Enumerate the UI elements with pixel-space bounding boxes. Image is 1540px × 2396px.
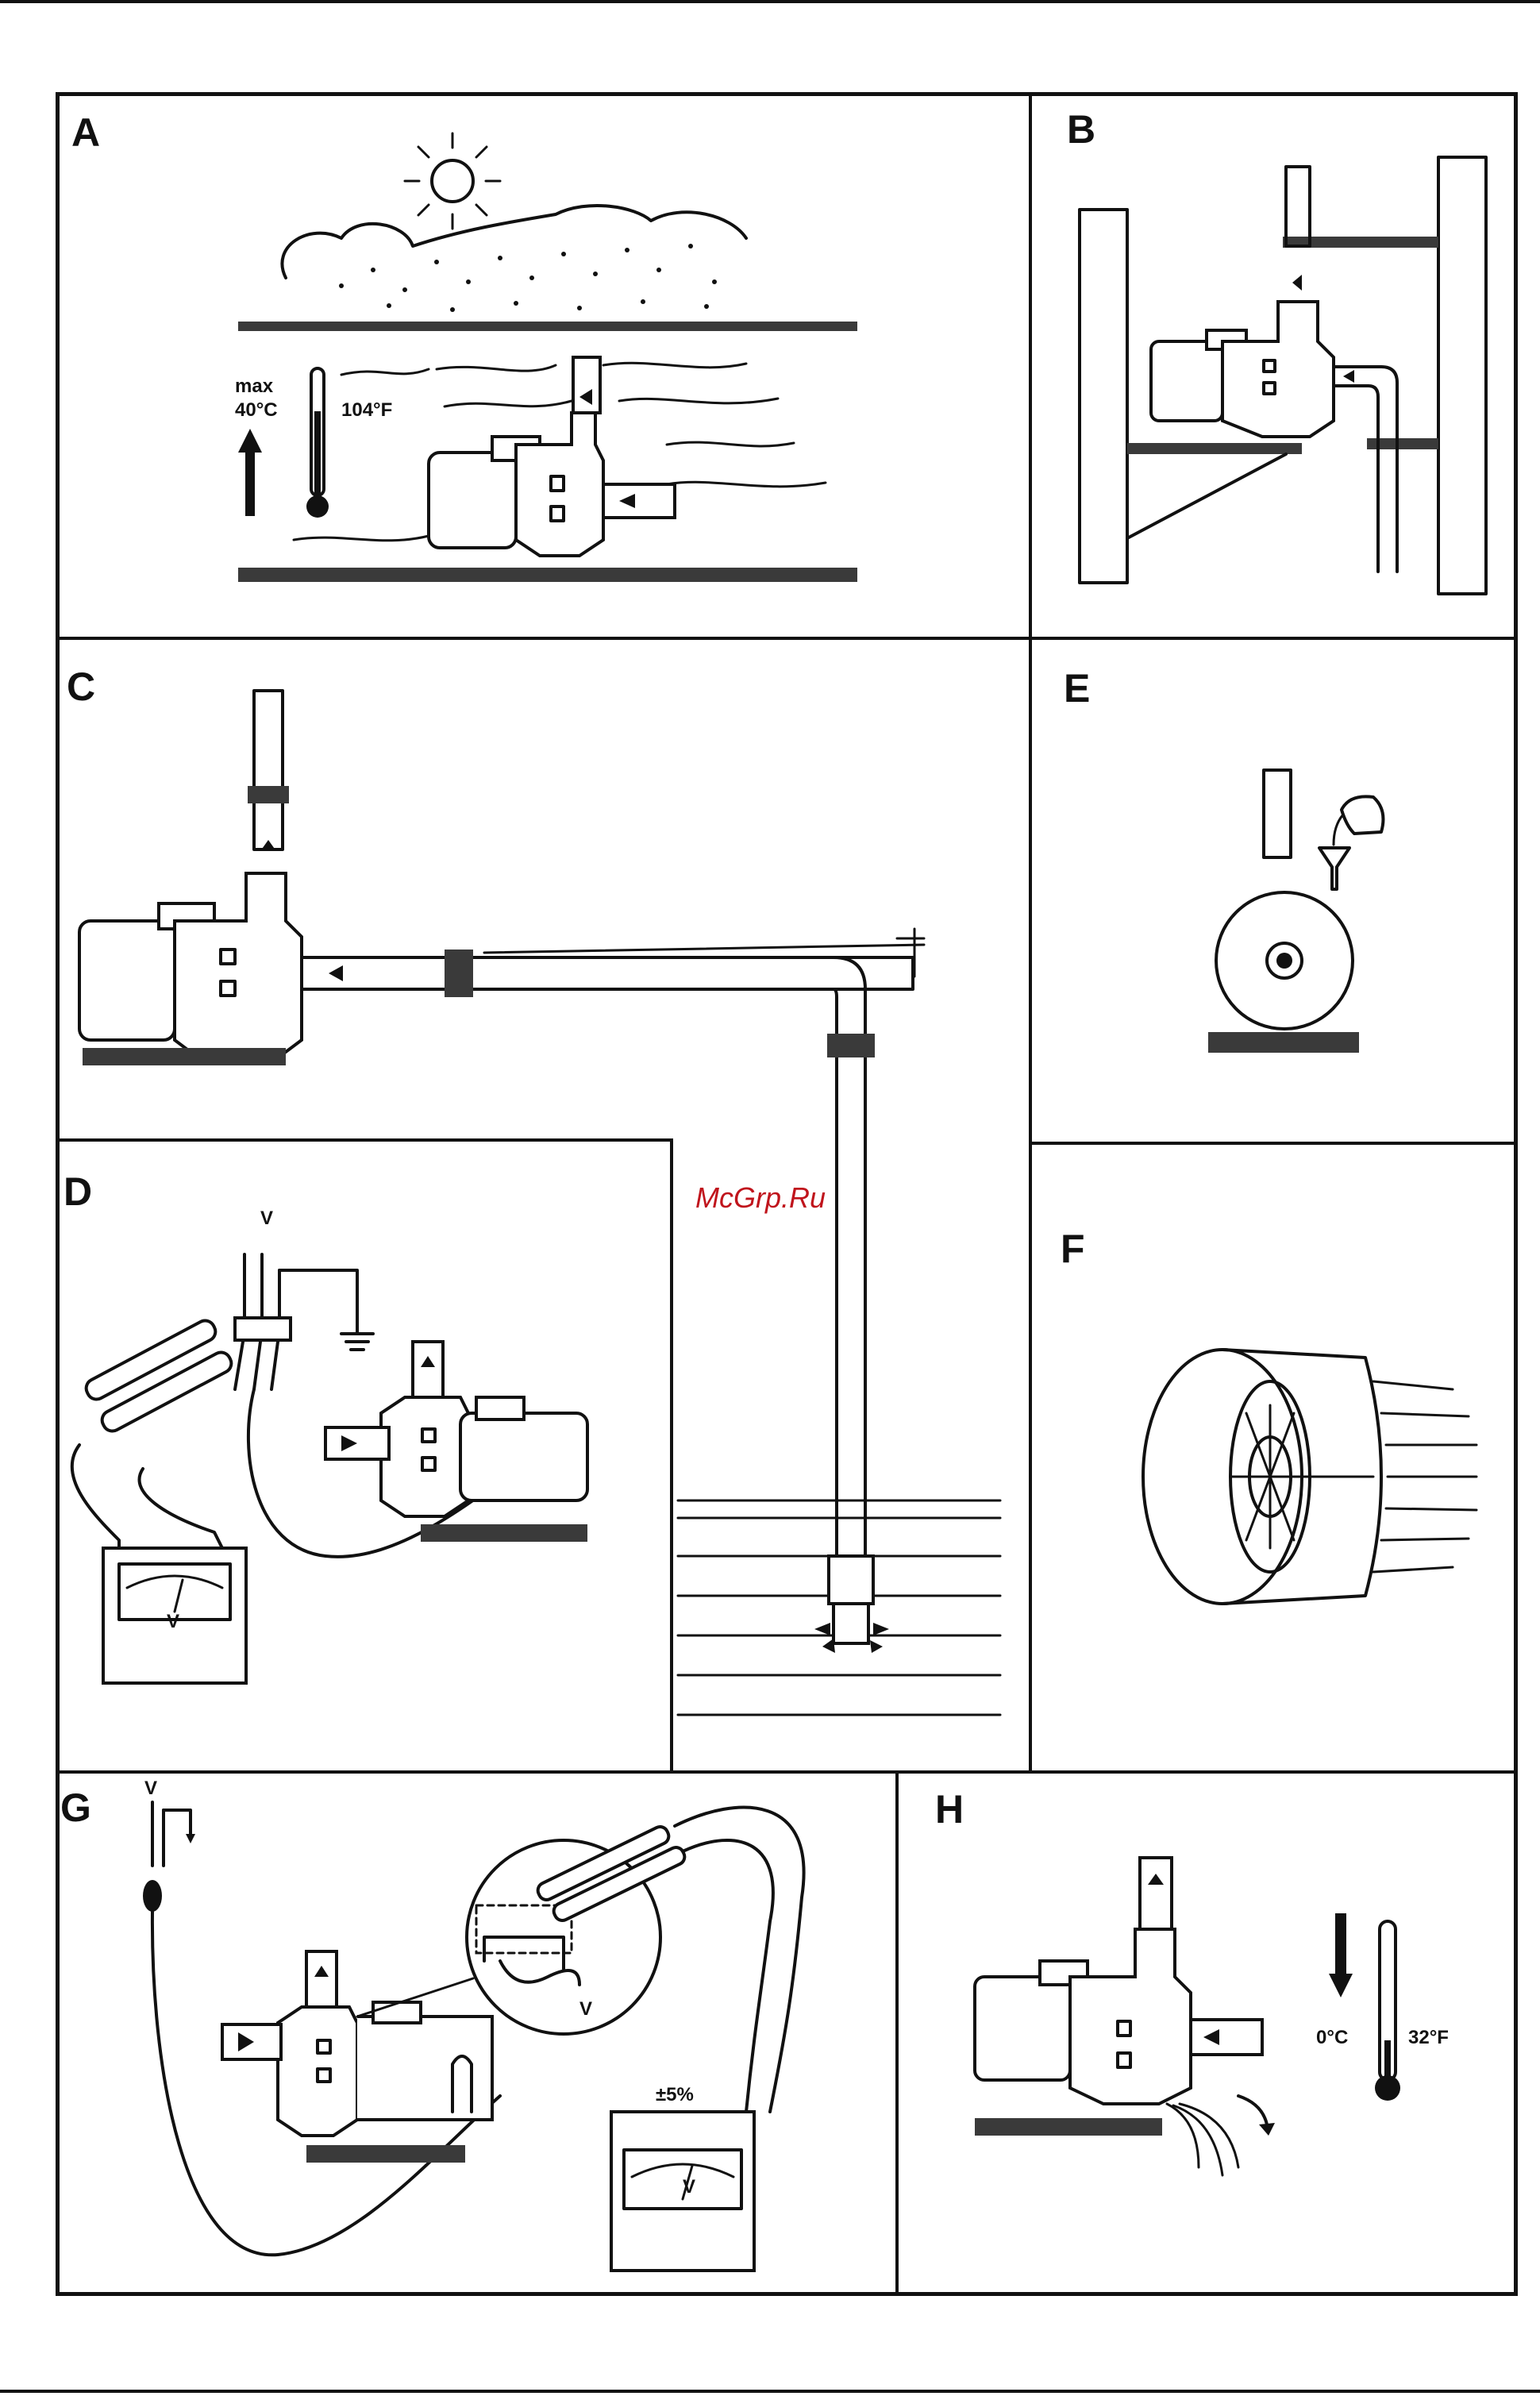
panel-label-g: G bbox=[60, 1788, 91, 1828]
watermark: McGrp.Ru bbox=[695, 1181, 826, 1215]
divider-e-f bbox=[1029, 1142, 1518, 1145]
pump-icon bbox=[79, 873, 302, 1064]
panel-label-f: F bbox=[1061, 1229, 1085, 1269]
panel-label-e: E bbox=[1064, 668, 1090, 708]
panel-g-illustration bbox=[119, 1778, 889, 2286]
panel-a-illustration bbox=[222, 127, 873, 595]
meter-unit-label: V bbox=[167, 1612, 179, 1632]
pump-icon bbox=[1216, 892, 1353, 1029]
rain-icon bbox=[339, 244, 717, 329]
supply-voltage-label: V bbox=[144, 1778, 157, 1799]
panel-h-illustration bbox=[961, 1850, 1437, 2183]
temp-min-celsius: 0°C bbox=[1316, 2028, 1348, 2048]
funnel-icon bbox=[1319, 796, 1383, 889]
wall-right bbox=[1438, 157, 1486, 594]
plug-icon bbox=[143, 1802, 195, 1912]
pump-icon bbox=[975, 1929, 1262, 2104]
pump-icon bbox=[222, 1951, 492, 2136]
panel-b-illustration bbox=[1064, 143, 1508, 603]
sun-icon bbox=[405, 133, 500, 229]
arrow-up-icon bbox=[238, 429, 262, 516]
foot-valve-icon bbox=[814, 1556, 889, 1653]
temp-max-celsius: 40°C bbox=[235, 400, 278, 421]
meter-unit-label: V bbox=[683, 2177, 695, 2198]
wall-left bbox=[1080, 210, 1127, 583]
temp-min-fahrenheit: 32°F bbox=[1408, 2028, 1449, 2048]
pump-icon bbox=[325, 1342, 587, 1516]
roof-slab bbox=[238, 322, 857, 331]
cloud-icon bbox=[282, 206, 746, 278]
panel-label-h: H bbox=[935, 1789, 964, 1829]
panel-f-illustration bbox=[1127, 1326, 1492, 1628]
divider-right-column bbox=[1029, 92, 1032, 1774]
terminal-block bbox=[235, 1318, 291, 1340]
arrow-down-icon bbox=[1329, 1913, 1353, 1997]
motor-fan-icon bbox=[1143, 1350, 1476, 1604]
pump-base bbox=[83, 1048, 286, 1065]
pump-base bbox=[1208, 1032, 1359, 1053]
pump-icon bbox=[429, 357, 675, 556]
pump-icon bbox=[1151, 275, 1334, 437]
panel-label-a: A bbox=[71, 113, 100, 152]
thermometer-icon bbox=[302, 364, 333, 522]
divider-g-h bbox=[895, 1770, 899, 2296]
top-rule bbox=[0, 0, 1540, 3]
bottom-rule bbox=[0, 2390, 1540, 2393]
temp-max-fahrenheit: 104°F bbox=[341, 400, 392, 421]
panel-e-illustration bbox=[1191, 762, 1429, 1064]
floor-slab bbox=[238, 568, 857, 582]
divider-row-3 bbox=[56, 1770, 1518, 1774]
inset-voltage-label: V bbox=[579, 1999, 592, 2020]
ground-icon bbox=[341, 1334, 373, 1350]
temp-max-label: max bbox=[235, 376, 273, 397]
tolerance-label: ±5% bbox=[656, 2085, 694, 2105]
divider-row-1 bbox=[56, 637, 1518, 640]
suction-pipe bbox=[1334, 367, 1397, 572]
drain-water-icon bbox=[1167, 2104, 1238, 2175]
bracket-shelf bbox=[1127, 443, 1302, 454]
panel-d-illustration bbox=[64, 1215, 667, 1762]
supply-voltage-label: V bbox=[260, 1208, 273, 1229]
thermometer-icon bbox=[1375, 1921, 1400, 2101]
